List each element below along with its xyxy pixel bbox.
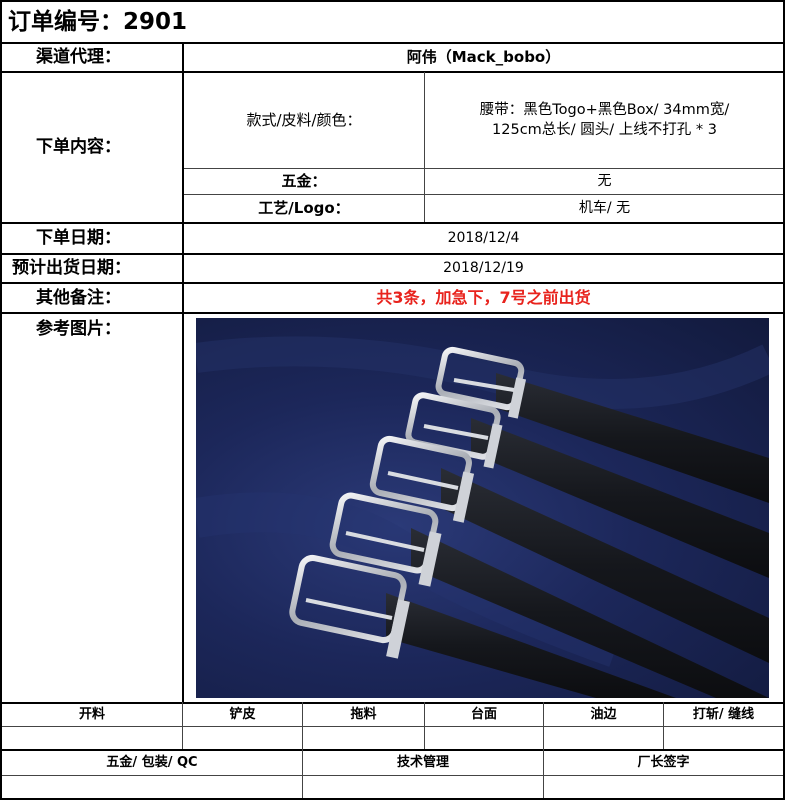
style-label: 款式/皮料/颜色：	[246, 111, 362, 130]
ship-date-value: 2018/12/19	[443, 260, 524, 277]
craft-label: 工艺/Logo：	[258, 199, 350, 218]
footer-cutting: 开料	[78, 707, 105, 723]
footer-dragging: 拖料	[350, 707, 377, 723]
reference-photo	[196, 318, 769, 698]
footer-skiving: 铲皮	[229, 707, 256, 723]
footer-edge-paint: 油边	[590, 707, 617, 723]
order-date-label: 下单日期：	[36, 228, 121, 249]
belt-buckles-image	[196, 336, 769, 698]
style-value-line1: 腰带：黑色Togo+黑色Box/ 34mm宽/	[479, 101, 730, 118]
footer-manager-signature: 厂长签字	[637, 755, 690, 771]
hardware-value: 无	[597, 173, 612, 190]
order-title: 订单编号：2901	[8, 9, 188, 36]
style-value-line2: 125cm总长/ 圆头/ 上线不打孔 * 3	[492, 121, 717, 138]
footer-stitching: 打斩/ 缝线	[692, 707, 755, 723]
notes-value: 共3条，加急下，7号之前出货	[376, 288, 591, 308]
agent-label: 渠道代理：	[36, 47, 121, 68]
style-value: 腰带：黑色Togo+黑色Box/ 34mm宽/ 125cm总长/ 圆头/ 上线不…	[426, 73, 783, 168]
notes-label: 其他备注：	[36, 287, 121, 308]
footer-tech-management: 技术管理	[396, 755, 449, 771]
footer-surface: 台面	[470, 707, 497, 723]
image-label: 参考图片：	[36, 319, 121, 339]
hardware-label: 五金：	[281, 172, 327, 191]
content-label: 下单内容：	[36, 137, 121, 158]
order-date-value: 2018/12/4	[447, 230, 520, 247]
footer-hardware-qc: 五金/ 包装/ QC	[106, 755, 198, 771]
agent-value: 阿伟（Mack_bobo）	[406, 48, 561, 67]
craft-value: 机车/ 无	[578, 200, 631, 217]
ship-date-label: 预计出货日期：	[12, 258, 131, 279]
